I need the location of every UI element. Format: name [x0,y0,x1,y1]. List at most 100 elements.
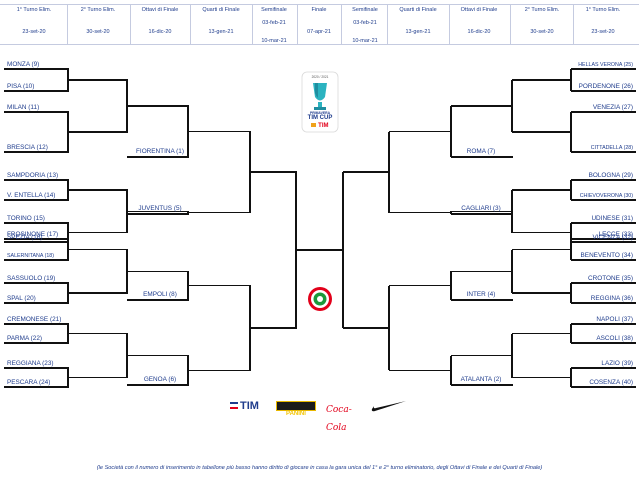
bracket-connector [127,270,190,272]
team-entry: TORINO (15) [7,215,45,222]
header-round-date: 16-dic-20 [148,29,172,35]
bracket-connector [126,249,128,293]
bracket-connector [67,239,69,260]
bracket-connector [512,79,573,81]
header-round-name: Ottavi di Finale [460,7,498,13]
bracket-connector [388,285,390,371]
team-entry: SPEZIA (16) [7,234,43,241]
header-round-date: 03-feb-21 [262,20,286,26]
bracket-connector [512,376,573,379]
bracket-connector [511,333,513,378]
header-round-date: 03-feb-21 [353,20,377,26]
bracket-connector [68,189,129,191]
final-line [296,249,345,251]
bracket-connector [188,130,252,133]
bracket-connector [511,249,513,293]
seeded-team: GENOA (6) [143,376,177,383]
bracket-connector [126,190,128,233]
bracket-connector [389,130,453,133]
header-column-divider [67,4,68,44]
seeded-team: VICENZA (32) [592,234,633,241]
seed-line [127,384,190,386]
bracket-connector [511,80,513,132]
bracket-connector [127,354,190,357]
coccarda-icon [307,286,333,312]
bracket-connector [67,180,69,200]
bracket-connector [249,131,251,213]
team-entry: MONZA (9) [7,61,40,68]
team-entry: PISA (10) [7,83,35,90]
logo-line2: TIM CUP [307,115,333,121]
bracket-connector [68,332,129,335]
seeded-team: INTER (4) [466,291,496,298]
bracket-connector [68,248,129,251]
header-column-divider [510,4,511,44]
header-round-date: 13-gen-21 [208,29,234,35]
seeded-team: EMPOLI (8) [143,291,177,298]
bracket-connector [67,112,69,152]
header-round-name: Finale [311,7,327,13]
bracket-connector [451,105,514,107]
primavera-tim-cup-logo: 2020 / 2021 PRIMAVERA TIM CUP TIM [300,71,340,133]
seeded-team: BENEVENTO (34) [580,252,633,259]
header-column-divider [190,4,191,44]
bracket-connector [68,231,129,234]
seed-line [127,299,190,301]
header-round-name: Quarti di Finale [399,7,437,13]
header-round-name: 2° Turno Elim. [80,7,116,13]
header-column-divider [252,4,253,44]
bracket-connector [67,368,69,387]
seeded-team: REGGINA (36) [590,295,633,302]
header-column-divider [573,4,574,44]
seed-line [451,384,514,386]
bracket-connector [451,270,514,272]
nike-logo [370,399,408,413]
bracket-connector [188,369,252,371]
seeded-team: CITTADELLA (28) [590,145,633,151]
header-round-date: 07-apr-21 [307,29,331,35]
bracket-connector [67,223,69,242]
seeded-team: NAPOLI (37) [596,316,633,323]
bracket-connector [389,285,453,287]
header-round-date: 13-gen-21 [405,29,431,35]
logo-brand: TIM [307,123,333,129]
team-entry: SALERNITANA (18) [7,253,54,259]
coca-cola-logo: Coca-Cola [326,405,352,433]
seeded-team: LAZIO (39) [601,360,633,367]
header-round-name: Quarti di Finale [202,7,240,13]
bracket-connector [512,332,573,335]
trophy-icon [301,71,339,133]
team-entry: CREMONESE (21) [7,316,62,323]
seed-line [127,213,190,215]
team-entry: SASSUOLO (19) [7,275,56,282]
bracket-connector [512,292,573,294]
header-round-date: 30-set-20 [86,29,110,35]
seed-line [127,156,190,158]
bracket-connector [343,171,391,173]
header-column-divider [449,4,450,44]
seeded-team: HELLAS VERONA (25) [578,62,633,68]
seeded-team: CHIEVOVERONA (30) [579,193,633,199]
bracket-connector [126,333,128,378]
team-entry: PESCARA (24) [7,379,51,386]
bracket-connector [68,376,129,379]
bracket-connector [388,131,390,213]
header-round-date: 30-set-20 [530,29,554,35]
header-column-divider [297,4,298,44]
bracket-connector [67,283,69,303]
bracket-connector [512,248,573,251]
seed-line [451,156,514,158]
header-column-divider [130,4,131,44]
bracket-connector [67,324,69,343]
panini-logo: PANINI [276,401,316,417]
header-round-name: 1° Turno Elim. [16,7,52,13]
seeded-team: COSENZA (40) [589,379,633,386]
seeded-team: ATALANTA (2) [460,376,502,383]
tim-logo: TIM [230,400,270,412]
team-entry: FROSINONE (17) [7,231,59,238]
team-entry: MILAN (11) [7,104,40,111]
bracket-connector [67,69,69,91]
nike-swoosh-icon [371,401,406,412]
team-entry: BRESCIA (12) [7,144,48,151]
